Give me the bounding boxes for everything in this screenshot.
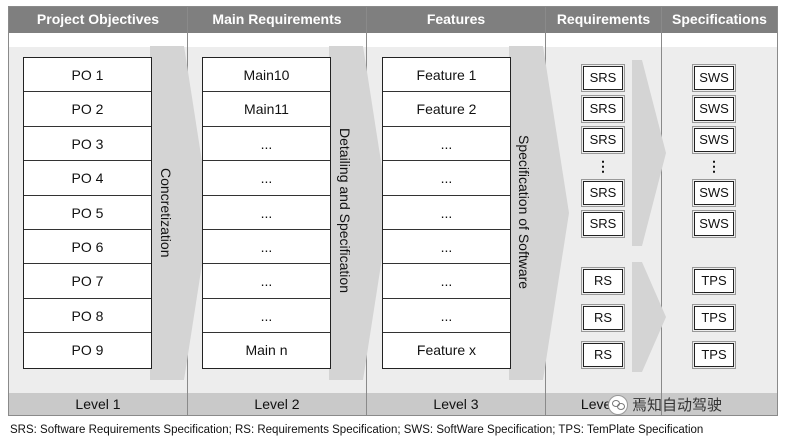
srs-tag: SRS xyxy=(581,126,625,154)
column-level: Level 1 xyxy=(9,393,187,415)
column-header: Project Objectives xyxy=(9,7,187,33)
stack-cell: Feature x xyxy=(416,342,477,359)
column-header: Main Requirements xyxy=(188,7,366,33)
stack-cell: PO 6 xyxy=(24,230,151,265)
column-header: Specifications xyxy=(662,7,777,33)
legend: SRS: Software Requirements Specification… xyxy=(10,424,704,436)
wechat-icon xyxy=(608,394,628,415)
watermark-text: 焉知自动驾驶 xyxy=(632,397,723,414)
stack-cell: PO 9 xyxy=(71,342,104,359)
rs-tag: RS xyxy=(581,304,625,332)
transition-label-software-spec: Specification of Software xyxy=(516,135,532,290)
arrow-right-icon xyxy=(329,46,389,380)
stack-cell: ... xyxy=(383,127,510,162)
stack-cell: ... xyxy=(383,196,510,230)
column-header: Requirements xyxy=(546,7,661,33)
stack-cell: ... xyxy=(383,161,510,196)
stack-cell: ... xyxy=(203,196,330,230)
rs-tag: RS xyxy=(581,341,625,369)
stack-cell: PO 4 xyxy=(24,161,151,196)
sws-tag: SWS xyxy=(692,210,736,238)
stack-cell: ... xyxy=(203,230,330,265)
srs-tag: SRS xyxy=(581,210,625,238)
sws-tag: SWS xyxy=(692,179,736,207)
srs-tag: SRS xyxy=(581,179,625,207)
tps-tag: TPS xyxy=(692,341,736,369)
arrow-right-icon xyxy=(509,46,569,380)
srs-tag: SRS xyxy=(581,95,625,123)
tps-tag: TPS xyxy=(692,304,736,332)
stack-cell: Feature 1 xyxy=(383,58,510,93)
transition-label-detailing: Detailing and Specification xyxy=(337,128,353,293)
stack-cell: PO 1 xyxy=(24,58,151,93)
watermark: 焉知自动驾驶 xyxy=(608,394,722,415)
ellipsis-icon: ⋮ xyxy=(707,158,721,174)
stack-cell: PO 8 xyxy=(24,299,151,334)
stack-cell: PO 3 xyxy=(24,127,151,162)
stack-cell: PO 5 xyxy=(24,196,151,230)
rs-tag: RS xyxy=(581,267,625,295)
stack-cell: PO 2 xyxy=(24,92,151,127)
stack-cell: Feature 2 xyxy=(383,92,510,127)
stack-cell: ... xyxy=(203,127,330,162)
srs-tag: SRS xyxy=(581,64,625,92)
arrow-right-icon xyxy=(632,262,666,372)
stack-cell: ... xyxy=(383,264,510,299)
stack-cell: ... xyxy=(383,299,510,334)
stack-cell: ... xyxy=(203,299,330,334)
stack-cell: Main10 xyxy=(203,58,330,93)
column-header: Features xyxy=(367,7,545,33)
stack-cell: ... xyxy=(203,161,330,196)
tps-tag: TPS xyxy=(692,267,736,295)
sws-tag: SWS xyxy=(692,64,736,92)
arrow-right-icon xyxy=(632,60,666,246)
stack-cell: ... xyxy=(383,230,510,265)
column-level: Level 2 xyxy=(188,393,366,415)
stack-cell: ... xyxy=(203,264,330,299)
stack-cell: PO 7 xyxy=(24,264,151,299)
column-level: Level 3 xyxy=(367,393,545,415)
column-level xyxy=(662,393,777,415)
stack-cell: Main n xyxy=(245,342,288,359)
stack-cell: Main11 xyxy=(203,92,330,127)
transition-label-concretization: Concretization xyxy=(158,168,174,258)
sws-tag: SWS xyxy=(692,95,736,123)
arrow-right-icon xyxy=(150,46,210,380)
sws-tag: SWS xyxy=(692,126,736,154)
ellipsis-icon: ⋮ xyxy=(596,158,610,174)
